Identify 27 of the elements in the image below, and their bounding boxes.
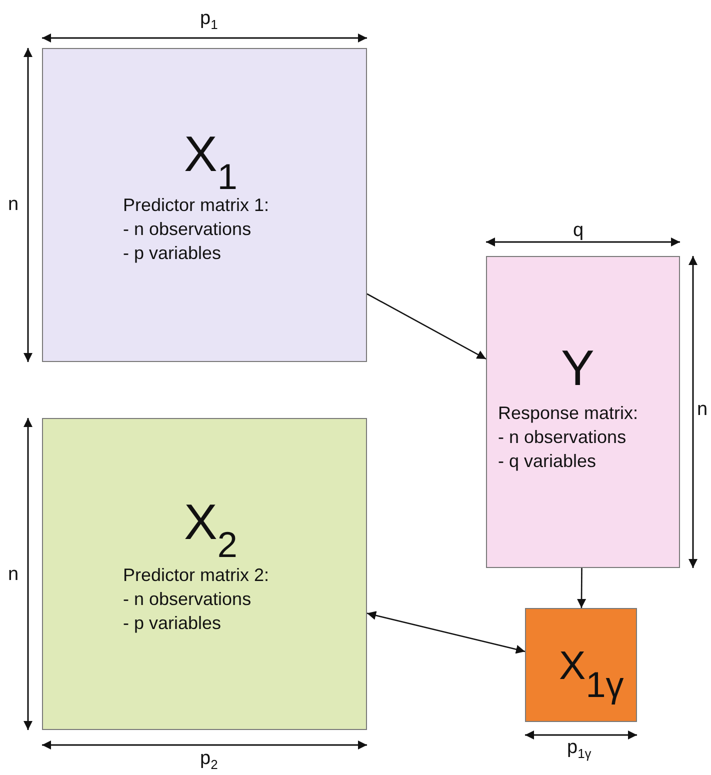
matrix-symbol: Y (561, 343, 594, 393)
matrix-box (42, 418, 367, 730)
list-item: - n observations (123, 588, 252, 611)
dimension-label: n (8, 564, 19, 586)
dimension-label: p$_{2}$ (200, 748, 218, 772)
matrix-box (42, 48, 367, 362)
arrow (366, 293, 486, 360)
list-item: - n observations (123, 218, 252, 241)
dimension-label: n (8, 194, 19, 216)
matrix-heading: Response matrix: (498, 402, 638, 425)
dimension-label: p$_{1}$ (200, 8, 218, 32)
dimension-label: p$_{1γ}$ (567, 737, 592, 761)
list-item: - p variables (123, 242, 222, 265)
matrix-symbol: X$_{2}$ (184, 497, 238, 563)
list-item: - q variables (498, 450, 598, 473)
list-item: - p variables (123, 612, 222, 635)
matrix-heading: Predictor matrix 1: (123, 194, 270, 217)
matrix-box (525, 608, 637, 722)
dimension-label: n (697, 399, 708, 421)
matrix-symbol: X$_{1γ}$ (559, 646, 624, 703)
matrix-symbol: X$_{1}$ (184, 129, 238, 195)
matrix-box (486, 256, 680, 568)
dimension-label: q (573, 220, 584, 242)
list-item: - n observations (498, 426, 628, 449)
arrow (366, 611, 526, 654)
arrow (577, 568, 586, 608)
matrix-heading: Predictor matrix 2: (123, 564, 270, 587)
